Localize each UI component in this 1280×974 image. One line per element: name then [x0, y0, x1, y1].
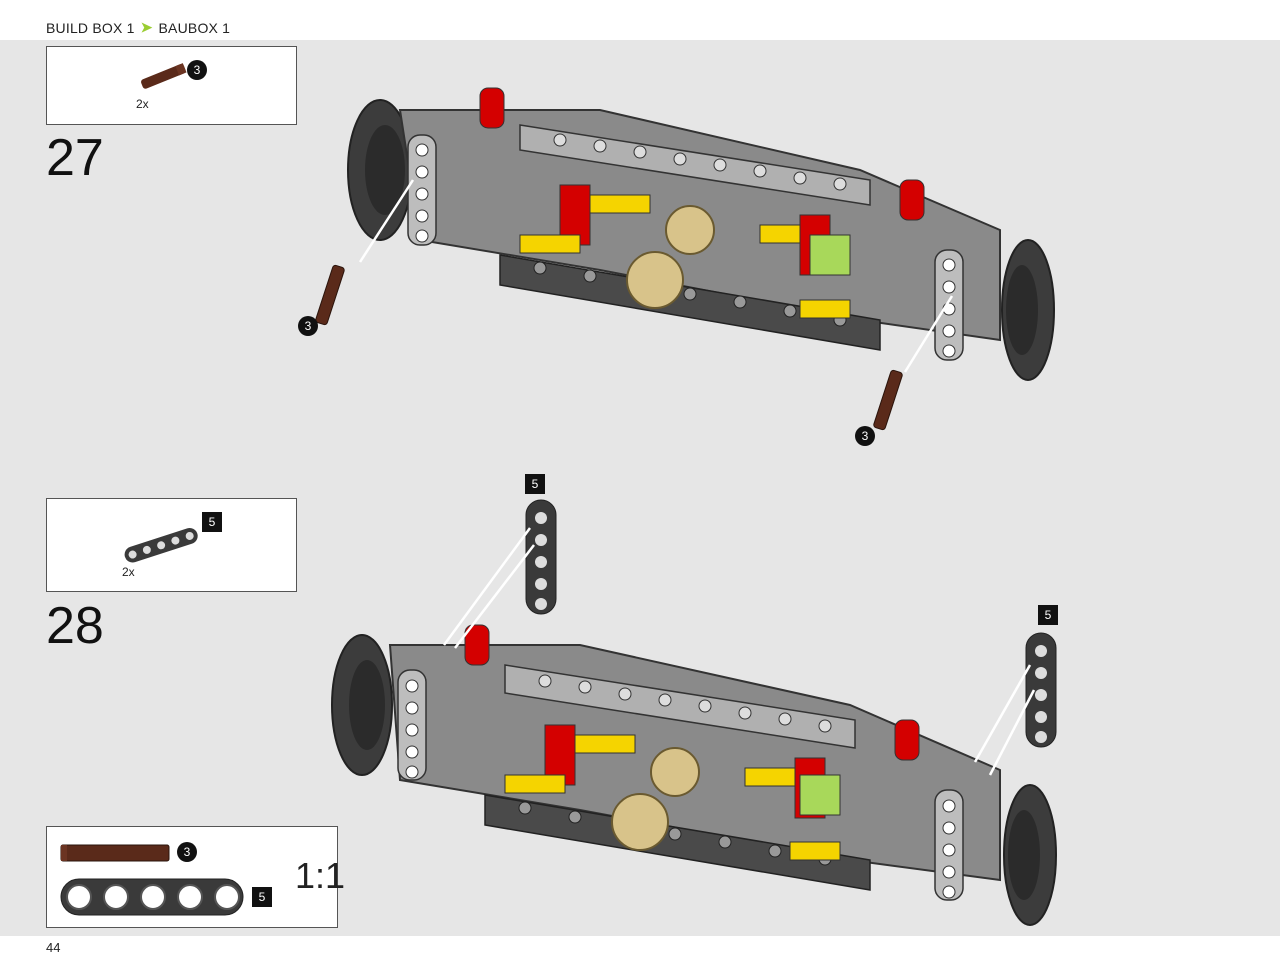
scale-reference-box: 3 5 1:1	[46, 826, 345, 928]
scale-parts-icons	[60, 844, 244, 916]
step-number: 27	[46, 129, 104, 187]
part-quantity: 2x	[122, 565, 135, 579]
step-27-parts-box: 3 2x	[46, 46, 297, 125]
callout-badge: 5	[525, 474, 545, 494]
part-quantity: 2x	[136, 97, 149, 111]
breadcrumb-separator-icon: ➤	[140, 19, 153, 35]
liftarm-1x5-icon	[124, 527, 198, 563]
scale-label: 1:1	[295, 855, 346, 896]
page-footer	[0, 936, 1280, 974]
breadcrumb: BUILD BOX 1 ➤ BAUBOX 1	[46, 19, 230, 36]
callout-badge: 5	[1038, 605, 1058, 625]
part-id-badge: 3	[187, 60, 207, 80]
breadcrumb-baubox: BAUBOX 1	[158, 19, 231, 36]
step-number: 28	[46, 597, 104, 655]
page-number: 44	[46, 940, 61, 955]
step-28-parts-box: 5 2x	[46, 498, 297, 592]
page-header: BUILD BOX 1 ➤ BAUBOX 1	[0, 0, 1280, 40]
callout-badge: 3	[855, 426, 875, 446]
callout-badge: 3	[298, 316, 318, 336]
part-id-badge: 3	[177, 842, 197, 862]
part-id-badge: 5	[202, 512, 222, 532]
breadcrumb-build-box: BUILD BOX 1	[46, 19, 135, 36]
part-id-badge: 5	[252, 887, 272, 907]
brown-axle-pin-icon	[141, 63, 187, 89]
